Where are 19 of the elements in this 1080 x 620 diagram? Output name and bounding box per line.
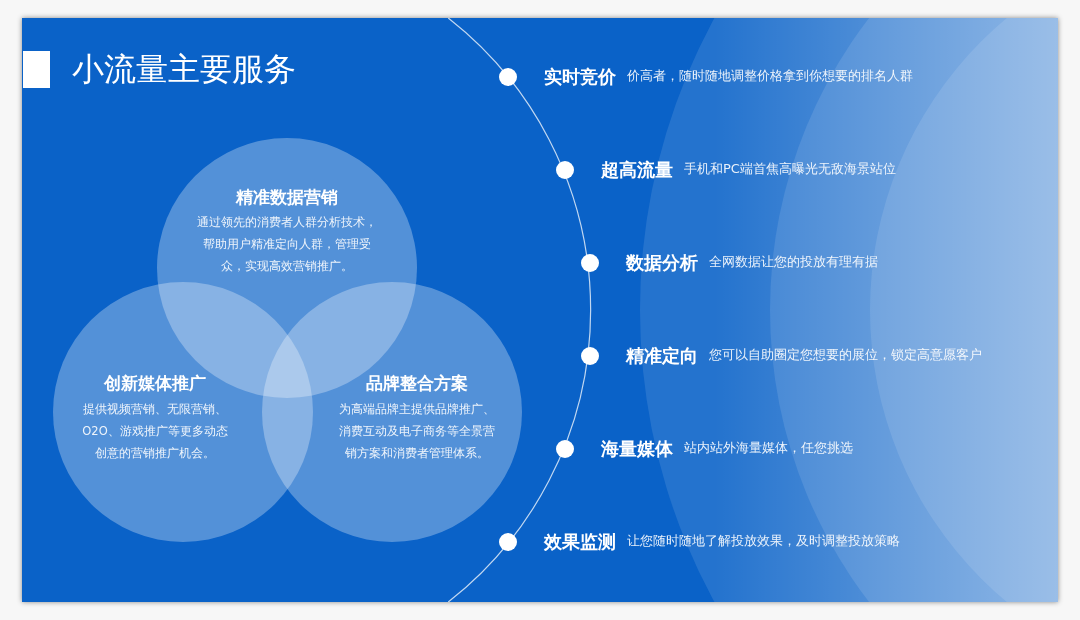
item-text: 价高者，随时随地调整价格拿到你想要的排名人群 — [627, 67, 913, 85]
item-heading: 海量媒体 — [601, 437, 673, 461]
circle-text: 为高端品牌主提供品牌推广、消费互动及电子商务等全景营销方案和消费者管理体系。 — [339, 401, 495, 462]
item-text: 让您随时随地了解投放效果，及时调整投放策略 — [627, 532, 900, 550]
circle-text: 通过领先的消费者人群分析技术，帮助用户精准定向人群，管理受众，实现高效营销推广。 — [196, 214, 378, 275]
circle-heading: 品牌整合方案 — [366, 372, 468, 394]
item-text: 您可以自助圈定您想要的展位，锁定高意愿客户 — [709, 346, 982, 364]
item-text: 手机和PC端首焦高曝光无敌海景站位 — [684, 160, 896, 178]
item-heading: 超高流量 — [601, 158, 673, 182]
item-heading: 精准定向 — [626, 344, 698, 368]
item-heading: 效果监测 — [544, 530, 616, 554]
slide-title: 小流量主要服务 — [72, 49, 296, 90]
item-heading: 实时竞价 — [544, 65, 616, 89]
item-text: 站内站外海量媒体，任您挑选 — [684, 439, 853, 457]
circle-heading: 创新媒体推广 — [104, 372, 206, 394]
circle-heading: 精准数据营销 — [236, 186, 338, 208]
circle-text: 提供视频营销、无限营销、O2O、游戏推广等更多动态创意的营销推广机会。 — [81, 401, 229, 462]
item-heading: 数据分析 — [626, 251, 698, 275]
item-text: 全网数据让您的投放有理有据 — [709, 253, 878, 271]
